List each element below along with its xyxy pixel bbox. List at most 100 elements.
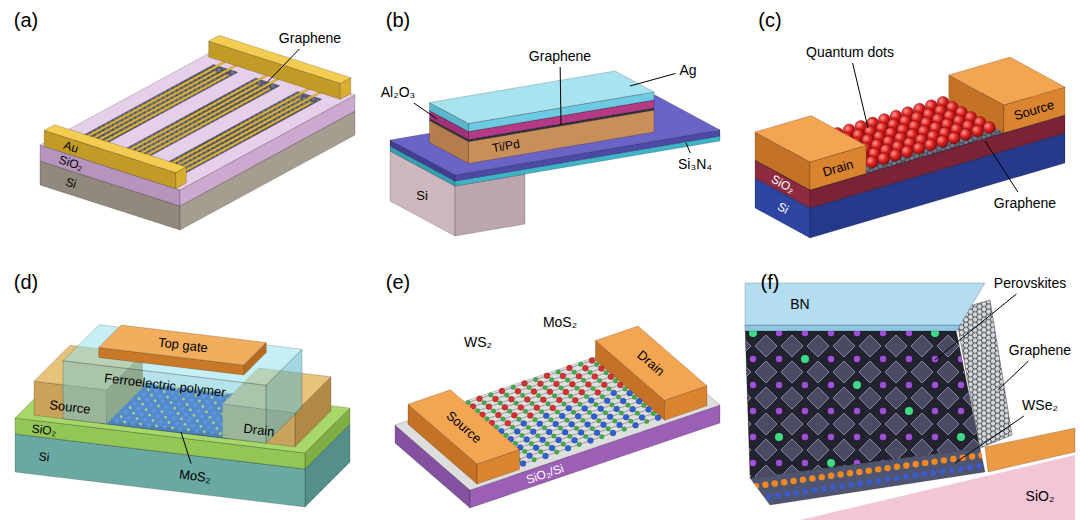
wse2-atom xyxy=(903,462,909,468)
lattice-atom xyxy=(563,389,569,395)
lattice-atom xyxy=(507,409,512,414)
part-label: Graphene xyxy=(529,49,591,63)
octahedron xyxy=(885,361,907,383)
lattice-atom xyxy=(527,453,533,459)
a-site-cation xyxy=(880,356,886,362)
a-site-cation xyxy=(958,486,964,492)
lattice-atom xyxy=(598,406,604,412)
lattice-atom xyxy=(646,406,652,412)
a-site-cation xyxy=(750,434,756,440)
lattice-atom xyxy=(565,445,571,451)
a-site-cation xyxy=(984,486,990,492)
lattice-atom xyxy=(595,390,601,396)
lattice-atom xyxy=(521,420,527,426)
wse2-atom xyxy=(967,464,973,470)
a-site-cation xyxy=(802,408,808,414)
lattice-atom xyxy=(617,422,623,428)
wse2-atom xyxy=(772,480,778,486)
leader-line xyxy=(181,432,191,464)
a-site-cation xyxy=(880,460,886,466)
a-site-cation xyxy=(854,408,860,414)
lattice-atom xyxy=(594,430,600,436)
part-label: WS₂ xyxy=(464,335,492,349)
layer-label: SiO₂/Si xyxy=(525,462,565,486)
lattice-atom xyxy=(591,386,596,391)
lattice-atom xyxy=(517,417,522,422)
lattice-atom xyxy=(655,415,661,421)
layer-label: SiO₂ xyxy=(1026,489,1055,503)
a-site-cation xyxy=(854,460,860,466)
lattice-atom xyxy=(594,362,599,367)
a-site-cation xyxy=(750,486,756,492)
leader-line xyxy=(955,416,1024,463)
lattice-atom xyxy=(582,405,588,411)
a-site-cation xyxy=(750,460,756,466)
a-site-cation xyxy=(828,434,834,440)
a-site-cation xyxy=(906,356,912,362)
a-site-cation xyxy=(906,434,912,440)
lattice-atom xyxy=(553,421,559,427)
lattice-atom xyxy=(556,437,562,443)
quantum-dot xyxy=(971,125,983,137)
leader-line xyxy=(935,294,1016,360)
layer-label: SiO₂ xyxy=(57,153,84,172)
octahedron xyxy=(781,361,803,383)
layer-label: SiO₂ xyxy=(31,422,57,437)
a-site-cation xyxy=(880,408,886,414)
wse2-atom xyxy=(839,483,845,489)
a-site-cation xyxy=(802,460,808,466)
lattice-atom xyxy=(545,442,550,447)
a-site-cation xyxy=(750,382,756,388)
lattice-atom xyxy=(520,461,526,467)
octahedron xyxy=(937,361,959,383)
octahedron xyxy=(833,439,855,461)
a-site-cation xyxy=(827,459,835,467)
quantum-dot xyxy=(878,153,890,165)
a-site-cation xyxy=(775,433,783,441)
electrode-label: Source xyxy=(1013,98,1056,122)
lattice-atom xyxy=(636,398,642,404)
octahedron xyxy=(937,413,959,435)
lattice-atom xyxy=(587,410,592,415)
lattice-atom xyxy=(588,438,594,444)
panel-letter: (e) xyxy=(386,272,410,292)
a-site-cation xyxy=(932,382,938,388)
quantum-dot xyxy=(936,135,948,147)
octahedron xyxy=(729,413,751,435)
octahedron xyxy=(729,465,751,487)
lattice-atom xyxy=(549,445,555,451)
electrode-label: Source xyxy=(49,398,91,416)
lattice-atom xyxy=(606,427,611,432)
lattice-atom xyxy=(591,414,597,420)
part-label: Graphene xyxy=(1009,343,1071,357)
part-label: MoS₂ xyxy=(543,315,577,329)
lattice-atom xyxy=(502,404,508,410)
octahedron xyxy=(859,335,881,357)
octahedron xyxy=(885,387,907,409)
a-site-cation xyxy=(932,486,938,492)
lattice-atom xyxy=(623,414,629,420)
lattice-atom xyxy=(584,394,589,399)
octahedron xyxy=(833,361,855,383)
leader-line xyxy=(414,103,437,119)
lattice-atom xyxy=(540,397,546,403)
lattice-atom xyxy=(504,393,509,398)
electrode-label: Drain xyxy=(635,348,667,378)
layer-label: Si xyxy=(38,450,50,463)
wse2-atom xyxy=(819,474,825,480)
quantum-dot xyxy=(913,142,925,154)
octahedron xyxy=(807,335,829,357)
lattice-atom xyxy=(501,417,506,422)
wse2-atom xyxy=(885,477,891,483)
octahedron xyxy=(807,387,829,409)
lattice-atom xyxy=(598,366,604,372)
lattice-atom xyxy=(561,442,566,447)
octahedron xyxy=(729,439,751,461)
panel-letter: (f) xyxy=(761,272,780,292)
leader-line xyxy=(630,73,675,86)
lattice-atom xyxy=(498,401,503,406)
lattice-atom xyxy=(522,380,528,386)
lattice-atom xyxy=(576,373,582,379)
lattice-atom xyxy=(486,404,492,410)
